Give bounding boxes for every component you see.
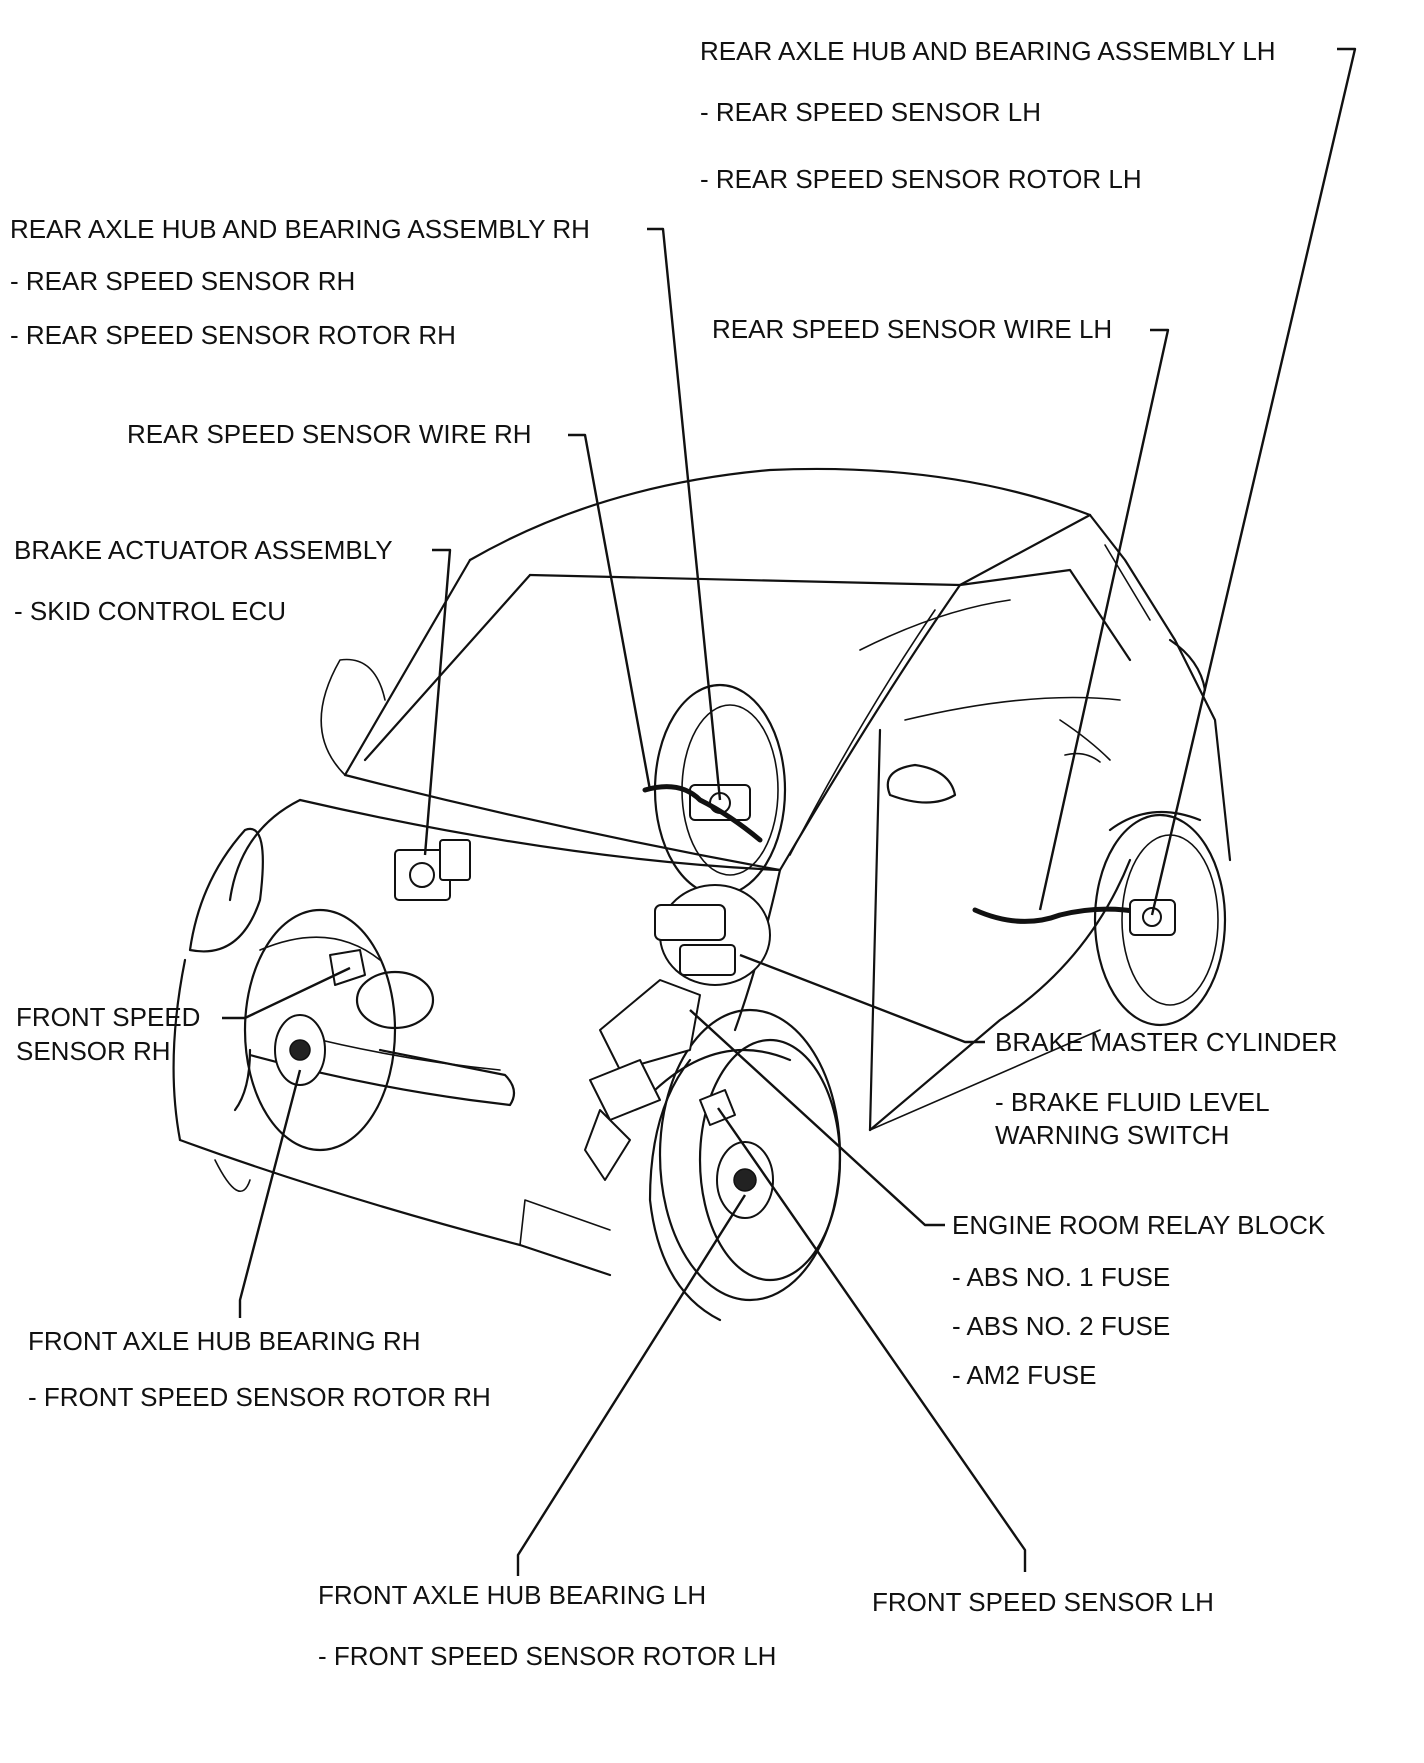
leader-rear-wire-lh <box>1038 328 1170 911</box>
rear-hub-lh-sub1: - REAR SPEED SENSOR LH <box>700 97 1041 127</box>
rear-hub-rh-sub2: - REAR SPEED SENSOR ROTOR RH <box>10 320 456 350</box>
leader-front-hub-rh <box>238 1069 302 1318</box>
master-cylinder-sub1: - BRAKE FLUID LEVEL <box>995 1087 1270 1117</box>
relay-block-title: ENGINE ROOM RELAY BLOCK <box>952 1210 1326 1240</box>
components <box>274 784 1176 1219</box>
front-hub-lh-sub1: - FRONT SPEED SENSOR ROTOR LH <box>318 1641 776 1671</box>
front-hub-rh-sub1: - FRONT SPEED SENSOR ROTOR RH <box>28 1382 491 1412</box>
rear-hub-lh-part <box>1129 899 1176 936</box>
label-master-cylinder: BRAKE MASTER CYLINDER - BRAKE FLUID LEVE… <box>995 1027 1337 1150</box>
front-hub-lh-title: FRONT AXLE HUB BEARING LH <box>318 1580 706 1610</box>
relay-block-sub2: - ABS NO. 2 FUSE <box>952 1311 1170 1341</box>
rear-wire-lh-part <box>972 906 1143 924</box>
rear-wire-rh-part <box>642 784 763 843</box>
brake-actuator-sub1: - SKID CONTROL ECU <box>14 596 286 626</box>
master-cylinder-title: BRAKE MASTER CYLINDER <box>995 1027 1337 1057</box>
front-sensor-lh-title: FRONT SPEED SENSOR LH <box>872 1587 1214 1617</box>
front-sensor-rh-line1: FRONT SPEED <box>16 1002 200 1032</box>
leader-front-hub-lh <box>516 1194 747 1576</box>
relay-block-sub3: - AM2 FUSE <box>952 1360 1096 1390</box>
leader-master-cylinder <box>739 953 985 1044</box>
rear-hub-rh-part <box>689 784 751 821</box>
label-rear-hub-lh: REAR AXLE HUB AND BEARING ASSEMBLY LH - … <box>700 36 1276 194</box>
leader-rear-hub-lh <box>1150 47 1357 916</box>
label-front-hub-rh: FRONT AXLE HUB BEARING RH - FRONT SPEED … <box>28 1326 491 1412</box>
front-hub-lh-part <box>699 1089 774 1219</box>
leader-front-sensor-lh <box>717 1107 1027 1572</box>
vehicle-outline <box>172 467 1232 1322</box>
leader-rear-wire-rh <box>568 433 652 791</box>
leader-lines <box>222 47 1357 1576</box>
rear-hub-rh-title: REAR AXLE HUB AND BEARING ASSEMBLY RH <box>10 214 590 244</box>
master-cylinder-sub2: WARNING SWITCH <box>995 1120 1229 1150</box>
label-brake-actuator: BRAKE ACTUATOR ASSEMBLY - SKID CONTROL E… <box>14 535 393 626</box>
leader-rear-hub-rh <box>647 227 722 801</box>
label-front-sensor-rh: FRONT SPEED SENSOR RH <box>16 1002 200 1066</box>
rear-hub-rh-sub1: - REAR SPEED SENSOR RH <box>10 266 355 296</box>
rear-wire-rh-title: REAR SPEED SENSOR WIRE RH <box>127 419 532 449</box>
front-sensor-rh-line2: SENSOR RH <box>16 1036 171 1066</box>
relay-block-sub1: - ABS NO. 1 FUSE <box>952 1262 1170 1292</box>
label-front-hub-lh: FRONT AXLE HUB BEARING LH - FRONT SPEED … <box>318 1580 776 1671</box>
front-hub-rh-title: FRONT AXLE HUB BEARING RH <box>28 1326 421 1356</box>
rear-hub-lh-sub2: - REAR SPEED SENSOR ROTOR LH <box>700 164 1142 194</box>
label-rear-wire-rh: REAR SPEED SENSOR WIRE RH <box>127 419 532 449</box>
master-cylinder-part <box>654 884 771 986</box>
label-rear-hub-rh: REAR AXLE HUB AND BEARING ASSEMBLY RH - … <box>10 214 590 350</box>
label-rear-wire-lh: REAR SPEED SENSOR WIRE LH <box>712 314 1112 344</box>
brake-actuator-title: BRAKE ACTUATOR ASSEMBLY <box>14 535 393 565</box>
relay-block-part <box>584 979 701 1181</box>
rear-wire-lh-title: REAR SPEED SENSOR WIRE LH <box>712 314 1112 344</box>
leader-relay-block <box>689 1009 945 1227</box>
rear-hub-lh-title: REAR AXLE HUB AND BEARING ASSEMBLY LH <box>700 36 1276 66</box>
leader-brake-actuator <box>423 548 452 856</box>
label-front-sensor-lh: FRONT SPEED SENSOR LH <box>872 1587 1214 1617</box>
brake-actuator-part <box>394 839 471 901</box>
label-relay-block: ENGINE ROOM RELAY BLOCK - ABS NO. 1 FUSE… <box>952 1210 1326 1390</box>
front-hub-rh-part <box>274 949 366 1086</box>
leader-front-sensor-rh <box>222 966 351 1020</box>
